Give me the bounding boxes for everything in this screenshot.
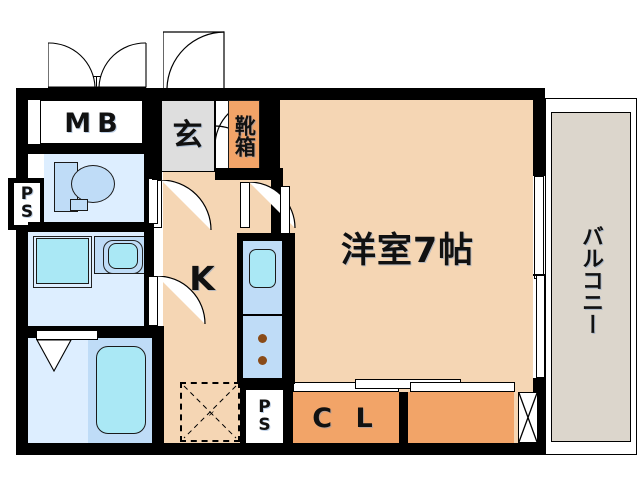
refrigerator-space-x-icon: × [180, 382, 240, 442]
shoe-box-label: 靴箱 [228, 104, 260, 168]
mb-right-wall [142, 100, 152, 154]
shoe-box [228, 100, 260, 172]
genkan-bottom-wall [215, 168, 283, 180]
toilet-door-panel [148, 178, 158, 224]
toilet-room-bottom-wall [28, 222, 154, 232]
washing-machine-space [36, 238, 89, 284]
mb-box [40, 100, 148, 144]
balcony-sliding-door-2[interactable] [536, 275, 545, 378]
stove-burner-2 [258, 356, 267, 365]
kitchen-main-door-panel [240, 182, 250, 228]
bathtub [96, 346, 146, 434]
balcony-area [551, 112, 631, 442]
kitchen-sink-basin [249, 249, 276, 288]
closet-left-panel [293, 392, 399, 443]
refrigerator-space [180, 382, 240, 442]
wall-kitchen-left [152, 326, 164, 443]
mb-label: MB [64, 107, 124, 139]
closet-divider [399, 392, 408, 443]
entrance-door-arc[interactable] [163, 31, 225, 89]
balcony-label: バルコニー [577, 225, 603, 335]
ps-left-label-s: S [20, 202, 34, 222]
closet-sliding-door-3[interactable] [410, 382, 515, 392]
balcony-sliding-door[interactable] [534, 176, 544, 279]
ps-left-box [14, 183, 40, 225]
genkan-kitchen-door-arc[interactable] [161, 180, 213, 232]
toilet-bowl [71, 165, 115, 203]
mb-door-arc-right[interactable] [97, 42, 147, 88]
genkan-floor [160, 100, 215, 172]
genkan-label: 玄 [172, 118, 203, 153]
balcony-door-mullion [533, 274, 545, 276]
washroom-door-panel [148, 276, 158, 326]
ps-bottom-label-s: S [258, 414, 271, 435]
washing-machine-outline [33, 236, 92, 288]
shoe-box-right-wall [260, 100, 280, 172]
closet-label: C L [312, 402, 380, 434]
main-room-label: 洋室7帖 [340, 230, 475, 271]
ps-left-label-p: P [20, 184, 34, 205]
mb-frame [28, 88, 152, 100]
wall-stub-genkan-left [152, 100, 162, 180]
kitchen-label: K [189, 258, 215, 298]
washroom-door-arc[interactable] [157, 276, 207, 326]
stove-burner-1 [258, 334, 267, 343]
genkan-frame [152, 88, 283, 100]
svg-text:×: × [208, 409, 215, 418]
ps-left-label: P S [14, 184, 40, 224]
wall-left [16, 88, 28, 455]
bathroom-door-swing-icon[interactable] [36, 340, 72, 372]
toilet-base [70, 199, 88, 211]
wall-right-upper [533, 88, 545, 176]
mb-door-arc-left[interactable] [48, 42, 98, 88]
ps-bottom-box [246, 390, 283, 443]
bathroom-door-panel [36, 330, 98, 340]
shoe-box-label-line: 靴箱 [232, 115, 257, 157]
wall-bottom [16, 443, 545, 455]
ps-bottom-label-p: P [258, 396, 271, 417]
vanity-basin-rim [103, 240, 143, 274]
stove-top [243, 316, 282, 378]
utility-shaft-x-icon [518, 392, 538, 443]
mb-bottom-wall [28, 144, 152, 154]
closet-right-panel [408, 392, 514, 443]
ps-bottom-label: P S [246, 392, 283, 441]
corridor-main-door-panel [280, 186, 290, 234]
wall-kitchen-main-lower [283, 233, 295, 384]
